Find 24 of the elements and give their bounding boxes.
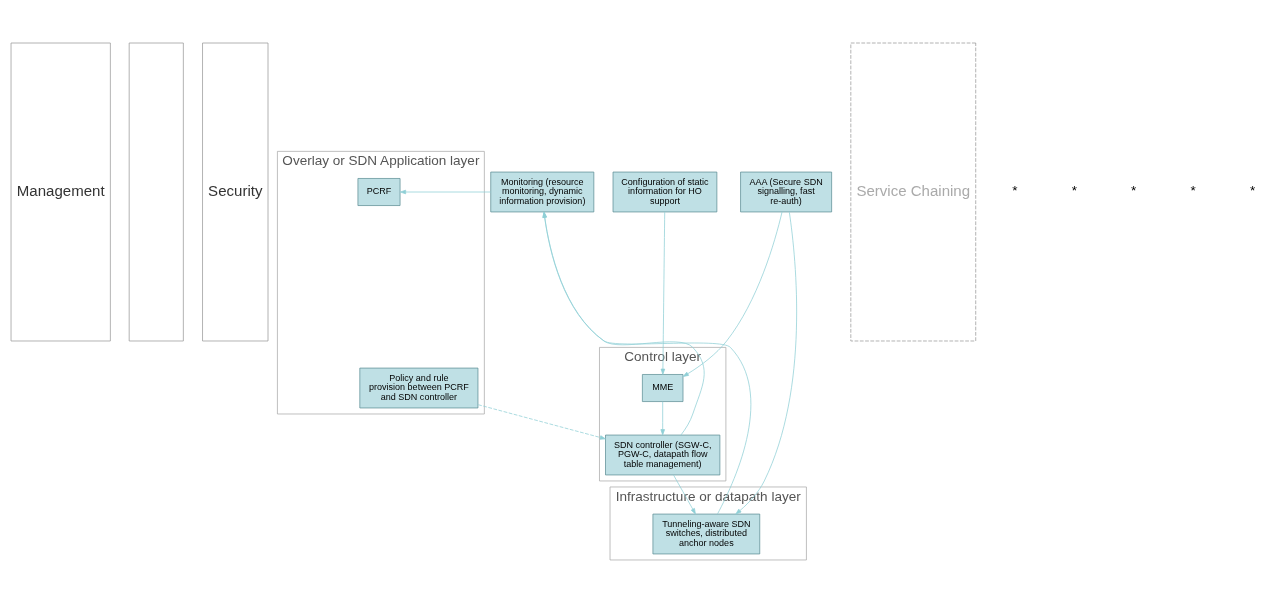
node-box: Service Chaining (850, 42, 977, 342)
arrow (477, 404, 606, 440)
node-box: Configuration of static information for HO support (612, 171, 718, 213)
arrow (660, 211, 666, 375)
node-box: SDN controller (SGW-C, PGW-C, datapath flow table management) (605, 434, 721, 476)
label: * (1131, 183, 1137, 199)
node-box: AAA (Secure SDN signalling, fast re-auth) (740, 171, 832, 213)
arrow (735, 211, 797, 515)
node-box: MME (642, 374, 684, 402)
node-box (128, 42, 184, 342)
node-box: Policy and rule provision between PCRF and SDN controller (359, 367, 479, 409)
label: * (1190, 183, 1196, 199)
label: * (1012, 183, 1018, 199)
node-box: Tunneling-aware SDN switches, distributed anchor nodes (652, 513, 761, 555)
arrow (400, 189, 492, 195)
label: * (1250, 183, 1256, 199)
arrow (660, 401, 665, 436)
node-box: Monitoring (resource monitoring, dynamic information provision) (490, 171, 595, 213)
arrow (673, 474, 696, 515)
arrow (682, 211, 783, 377)
node-box: PCRF (357, 178, 401, 206)
node-box: Management (10, 42, 111, 342)
node-box: Security (202, 42, 269, 342)
label: * (1071, 183, 1077, 199)
